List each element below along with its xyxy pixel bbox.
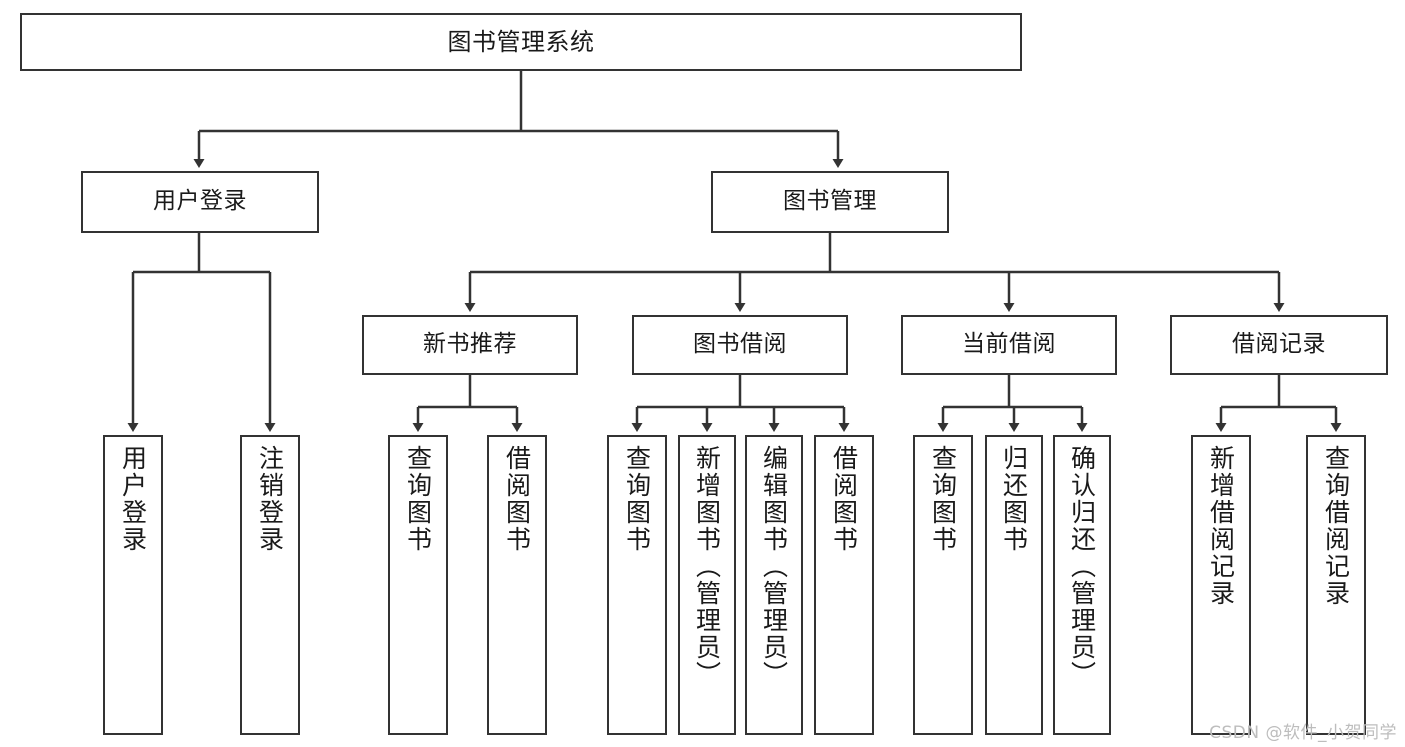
node-borrow-record[interactable]: 借阅记录 xyxy=(1170,315,1388,375)
node-root[interactable]: 图书管理系统 xyxy=(20,13,1022,71)
node-user-login[interactable]: 用户登录 xyxy=(81,171,319,233)
node-leaf-confirm-return[interactable]: 确认归还（管理员） xyxy=(1053,435,1111,735)
node-leaf-query-book-3[interactable]: 查询图书 xyxy=(913,435,973,735)
node-leaf-borrow-book-1-label: 借阅图书 xyxy=(502,445,532,553)
watermark-text: CSDN @软件_小贺同学 xyxy=(1209,723,1397,743)
node-root-label: 图书管理系统 xyxy=(447,27,595,56)
node-book-manage-label: 图书管理 xyxy=(783,188,877,215)
node-leaf-add-record-label: 新增借阅记录 xyxy=(1206,445,1236,607)
node-leaf-query-book-1-label: 查询图书 xyxy=(403,445,433,553)
node-leaf-borrow-book-1[interactable]: 借阅图书 xyxy=(487,435,547,735)
node-leaf-logout-label: 注销登录 xyxy=(255,445,285,553)
node-current-borrow[interactable]: 当前借阅 xyxy=(901,315,1117,375)
node-new-book-rec-label: 新书推荐 xyxy=(423,331,517,358)
node-leaf-add-book[interactable]: 新增图书（管理员） xyxy=(678,435,736,735)
node-leaf-user-login[interactable]: 用户登录 xyxy=(103,435,163,735)
node-leaf-add-book-label: 新增图书（管理员） xyxy=(692,445,722,688)
node-book-borrow-label: 图书借阅 xyxy=(693,331,787,358)
node-leaf-query-book-1[interactable]: 查询图书 xyxy=(388,435,448,735)
node-leaf-return-book-label: 归还图书 xyxy=(999,445,1029,553)
node-leaf-query-book-3-label: 查询图书 xyxy=(928,445,958,553)
node-leaf-return-book[interactable]: 归还图书 xyxy=(985,435,1043,735)
node-leaf-borrow-book-2-label: 借阅图书 xyxy=(829,445,859,553)
node-leaf-logout[interactable]: 注销登录 xyxy=(240,435,300,735)
node-leaf-query-record-label: 查询借阅记录 xyxy=(1321,445,1351,607)
node-leaf-add-record[interactable]: 新增借阅记录 xyxy=(1191,435,1251,735)
node-current-borrow-label: 当前借阅 xyxy=(962,331,1056,358)
node-book-borrow[interactable]: 图书借阅 xyxy=(632,315,848,375)
node-leaf-query-book-2-label: 查询图书 xyxy=(622,445,652,553)
node-user-login-label: 用户登录 xyxy=(153,188,247,215)
node-leaf-edit-book-label: 编辑图书（管理员） xyxy=(759,445,789,688)
node-leaf-query-record[interactable]: 查询借阅记录 xyxy=(1306,435,1366,735)
node-leaf-edit-book[interactable]: 编辑图书（管理员） xyxy=(745,435,803,735)
node-new-book-rec[interactable]: 新书推荐 xyxy=(362,315,578,375)
node-leaf-query-book-2[interactable]: 查询图书 xyxy=(607,435,667,735)
node-leaf-user-login-label: 用户登录 xyxy=(118,445,148,553)
node-book-manage[interactable]: 图书管理 xyxy=(711,171,949,233)
node-leaf-borrow-book-2[interactable]: 借阅图书 xyxy=(814,435,874,735)
node-leaf-confirm-return-label: 确认归还（管理员） xyxy=(1067,445,1097,688)
node-borrow-record-label: 借阅记录 xyxy=(1232,331,1326,358)
